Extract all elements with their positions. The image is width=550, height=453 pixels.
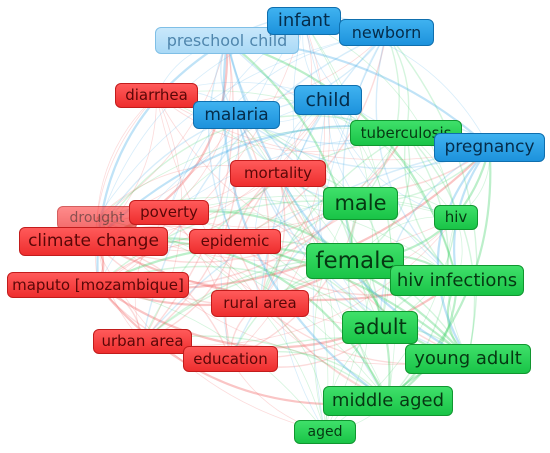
link-54 [168,40,232,213]
link-157 [303,20,457,218]
link-42 [96,40,228,219]
link-174 [327,99,458,281]
node-drought[interactable]: drought [57,206,137,230]
link-114 [142,217,457,346]
link-112 [235,114,270,304]
node-maputo-mozambique[interactable]: maputo [mozambique] [7,272,189,298]
link-103 [259,132,407,304]
node-male[interactable]: male [323,187,398,220]
link-26 [277,173,469,360]
node-education[interactable]: education [183,346,278,372]
link-183 [225,40,469,360]
link-130 [230,99,330,360]
node-urban-area[interactable]: urban area [93,329,192,354]
link-181 [379,146,490,328]
node-young-adult[interactable]: young adult [405,344,531,374]
node-hiv[interactable]: hiv [434,205,478,230]
node-female[interactable]: female [306,243,404,279]
node-child[interactable]: child [294,85,362,115]
link-85 [234,32,388,243]
link-186 [436,146,491,360]
link-164 [226,39,357,262]
link-194 [276,99,329,433]
link-193 [312,32,387,433]
link-43 [96,32,387,219]
node-hiv-infections[interactable]: hiv infections [390,265,524,296]
node-infant[interactable]: infant [267,7,341,35]
node-climate-change[interactable]: climate change [19,227,168,256]
link-111 [253,99,329,304]
link-165 [342,32,388,262]
node-newborn[interactable]: newborn [339,19,434,46]
link-180 [235,114,381,329]
link-99 [97,20,305,286]
node-middle-aged[interactable]: middle aged [323,386,453,416]
node-diarrhea[interactable]: diarrhea [115,83,198,108]
link-135 [405,132,476,360]
link-91 [97,200,361,286]
node-epidemic[interactable]: epidemic [189,229,281,254]
link-20 [259,173,286,304]
node-malaria[interactable]: malaria [193,101,280,129]
link-184 [385,32,478,360]
link-119 [141,40,234,342]
link-95 [97,245,469,360]
link-146 [347,203,389,402]
link-84 [208,40,236,242]
link-172 [303,20,458,281]
node-adult[interactable]: adult [342,311,418,344]
link-192 [303,20,373,433]
node-pregnancy[interactable]: pregnancy [434,133,545,162]
node-rural-area[interactable]: rural area [211,290,309,317]
link-173 [375,32,458,282]
node-poverty[interactable]: poverty [129,200,209,225]
link-53 [168,212,389,402]
link-21 [225,173,279,360]
node-mortality[interactable]: mortality [230,160,326,187]
node-aged[interactable]: aged [294,420,356,444]
link-3 [94,95,157,286]
link-110 [259,32,387,304]
link-48 [168,212,231,360]
link-10 [156,95,389,402]
